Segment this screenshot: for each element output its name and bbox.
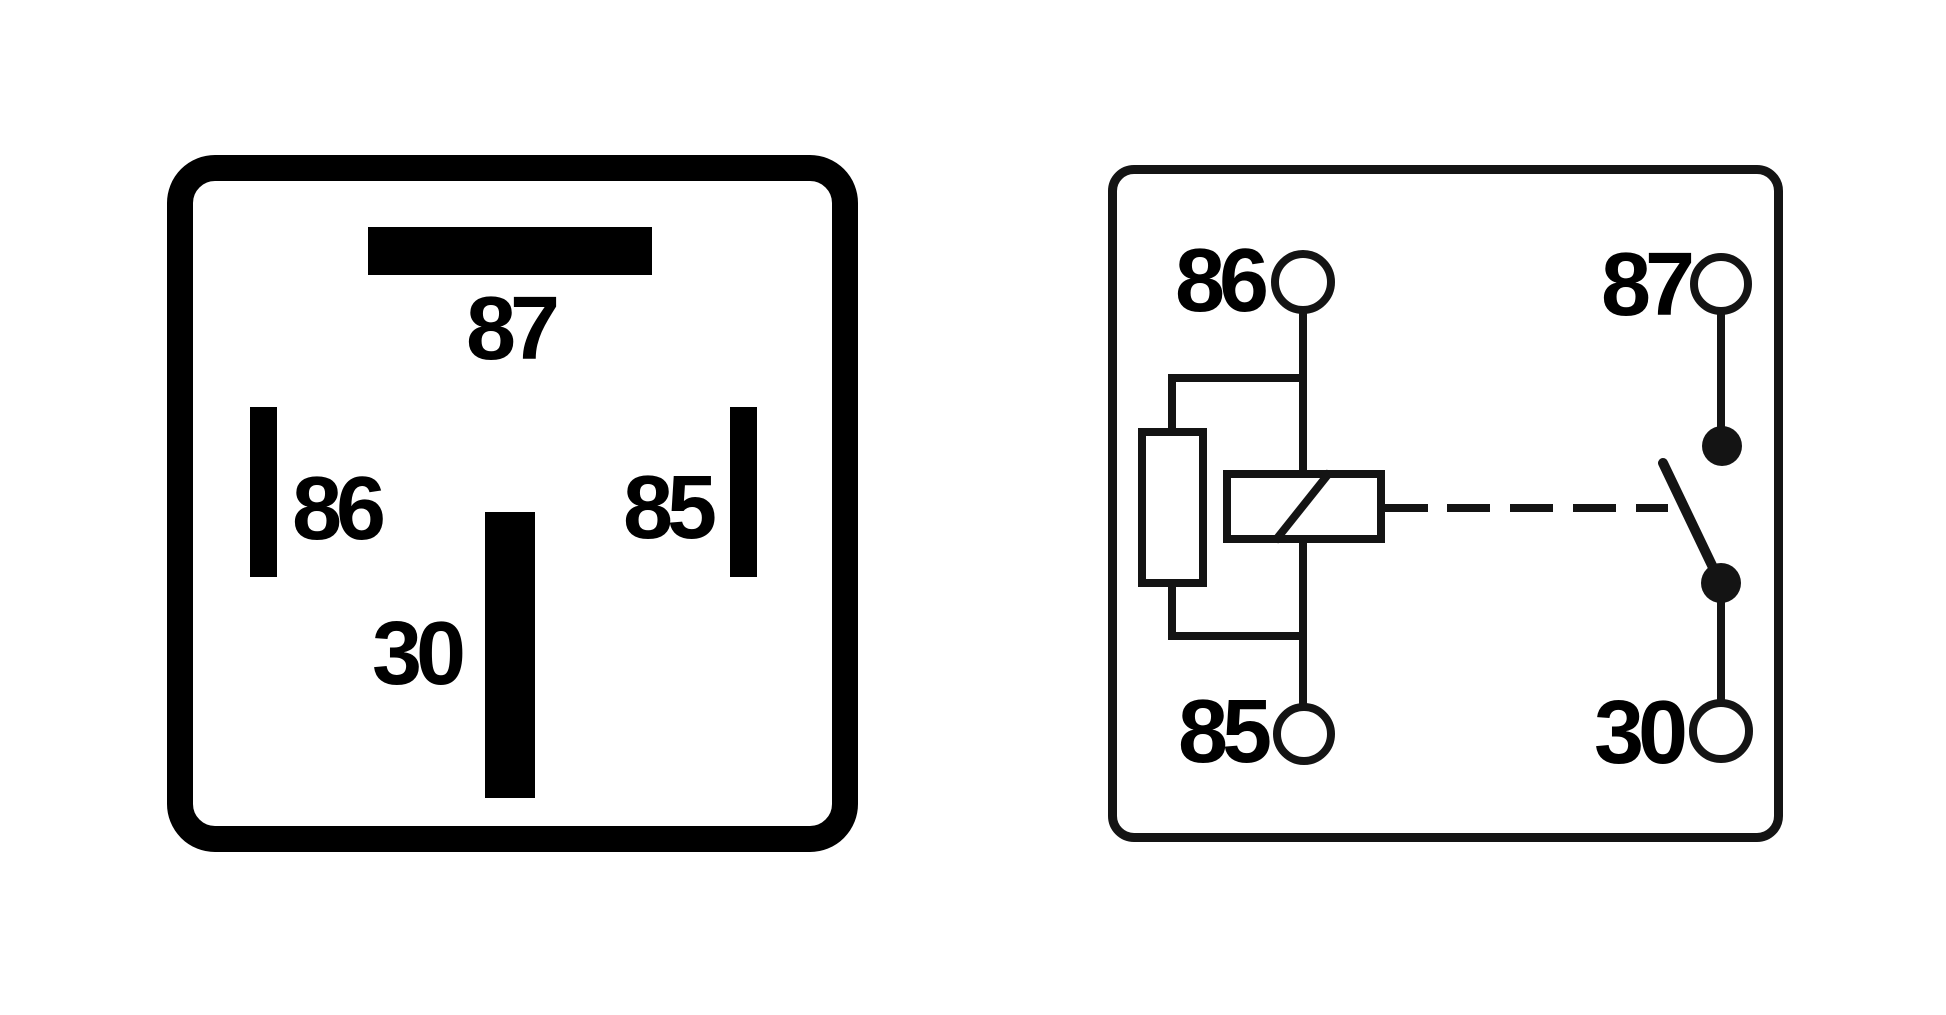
- switch-blade: [1658, 458, 1724, 585]
- relay-pin-85-blade: [730, 407, 757, 577]
- terminal-30-circle: [1689, 699, 1753, 763]
- coil-diagonal: [1271, 469, 1334, 544]
- relay-pin-30-blade: [485, 512, 535, 798]
- relay-pin-87-blade: [368, 227, 652, 275]
- resistor-symbol: [1138, 428, 1207, 587]
- relay-pin-label-86: 86: [291, 459, 386, 559]
- schematic-terminal-label-86: 86: [1174, 231, 1269, 331]
- relay-pin-label-87: 87: [465, 279, 560, 379]
- wire-branch-bottom: [1168, 587, 1303, 640]
- terminal-86-circle: [1271, 250, 1335, 314]
- terminal-87-circle: [1690, 253, 1752, 315]
- schematic-outline: [1108, 165, 1783, 842]
- relay-pin-86-blade: [250, 407, 277, 577]
- contact-dot-lower: [1701, 563, 1741, 603]
- contact-dot-upper: [1702, 426, 1742, 466]
- schematic-terminal-label-87: 87: [1600, 235, 1695, 335]
- relay-pin-label-85: 85: [622, 458, 717, 558]
- schematic-terminal-label-85: 85: [1177, 682, 1272, 782]
- terminal-85-circle: [1273, 703, 1335, 765]
- schematic-terminal-label-30: 30: [1593, 683, 1688, 783]
- relay-pin-label-30: 30: [371, 604, 466, 704]
- wire-branch-top: [1168, 374, 1303, 428]
